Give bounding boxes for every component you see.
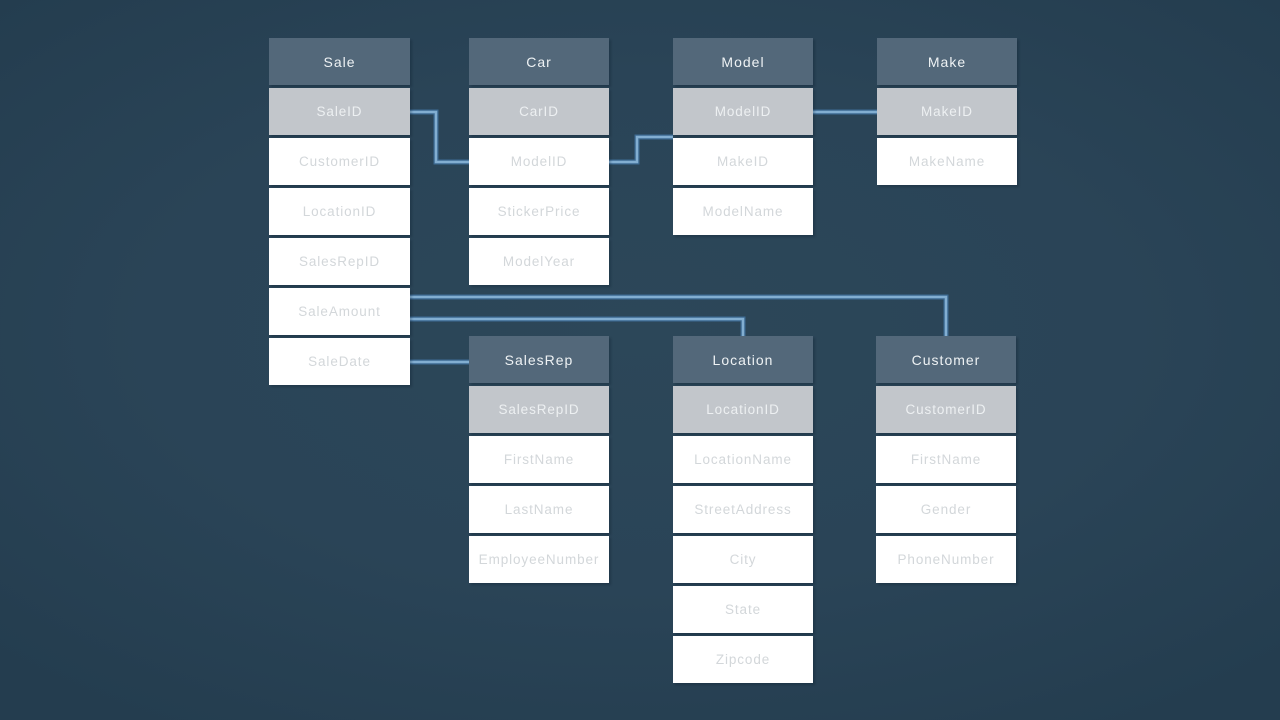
column-lastname: LastName xyxy=(469,486,609,533)
column-phonenumber: PhoneNumber xyxy=(876,536,1016,583)
column-makeid: MakeID xyxy=(673,138,813,185)
primary-key-saleid: SaleID xyxy=(269,88,410,135)
table-header-salesrep: SalesRep xyxy=(469,336,609,383)
table-header-car: Car xyxy=(469,38,609,85)
connector-sale-to-customer xyxy=(410,294,949,336)
column-locationid: LocationID xyxy=(269,188,410,235)
column-city: City xyxy=(673,536,813,583)
column-locationname: LocationName xyxy=(673,436,813,483)
column-stickerprice: StickerPrice xyxy=(469,188,609,235)
column-makename: MakeName xyxy=(877,138,1017,185)
connector-sale-to-location-core xyxy=(410,317,745,336)
table-header-sale: Sale xyxy=(269,38,410,85)
column-modelyear: ModelYear xyxy=(469,238,609,285)
connector-sale-to-car xyxy=(410,109,469,165)
column-streetaddress: StreetAddress xyxy=(673,486,813,533)
connector-car-to-model-halo xyxy=(609,134,673,165)
connector-car-to-model-core xyxy=(609,135,673,164)
table-header-model: Model xyxy=(673,38,813,85)
column-gender: Gender xyxy=(876,486,1016,533)
table-header-make: Make xyxy=(877,38,1017,85)
column-firstname: FirstName xyxy=(469,436,609,483)
column-saledate: SaleDate xyxy=(269,338,410,385)
column-salesrepid: SalesRepID xyxy=(269,238,410,285)
column-saleamount: SaleAmount xyxy=(269,288,410,335)
table-header-customer: Customer xyxy=(876,336,1016,383)
column-state: State xyxy=(673,586,813,633)
connector-car-to-model xyxy=(609,134,673,165)
primary-key-customerid: CustomerID xyxy=(876,386,1016,433)
connector-sale-to-customer-core xyxy=(410,295,948,336)
primary-key-modelid: ModelID xyxy=(673,88,813,135)
connector-sale-to-location-halo xyxy=(410,316,746,336)
table-header-location: Location xyxy=(673,336,813,383)
primary-key-carid: CarID xyxy=(469,88,609,135)
column-modelname: ModelName xyxy=(673,188,813,235)
column-customerid: CustomerID xyxy=(269,138,410,185)
primary-key-makeid: MakeID xyxy=(877,88,1017,135)
column-employeenumber: EmployeeNumber xyxy=(469,536,609,583)
connector-sale-to-car-halo xyxy=(410,109,469,165)
column-modelid: ModelID xyxy=(469,138,609,185)
column-zipcode: Zipcode xyxy=(673,636,813,683)
column-firstname: FirstName xyxy=(876,436,1016,483)
primary-key-locationid: LocationID xyxy=(673,386,813,433)
connector-sale-to-location xyxy=(410,316,746,336)
primary-key-salesrepid: SalesRepID xyxy=(469,386,609,433)
connector-sale-to-car-core xyxy=(410,110,469,164)
